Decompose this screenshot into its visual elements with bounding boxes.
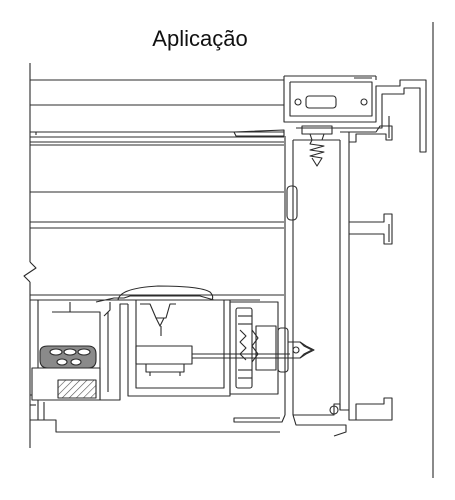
fixing-pin [277,327,315,373]
diagram-title: Aplicação [152,26,248,51]
screw [301,125,333,167]
upper-panels [30,79,284,296]
top-profile [283,75,427,153]
vertical-mullion [233,116,393,437]
brush-seal [229,301,279,395]
setting-block [31,367,101,401]
glazing-gasket [39,345,97,369]
